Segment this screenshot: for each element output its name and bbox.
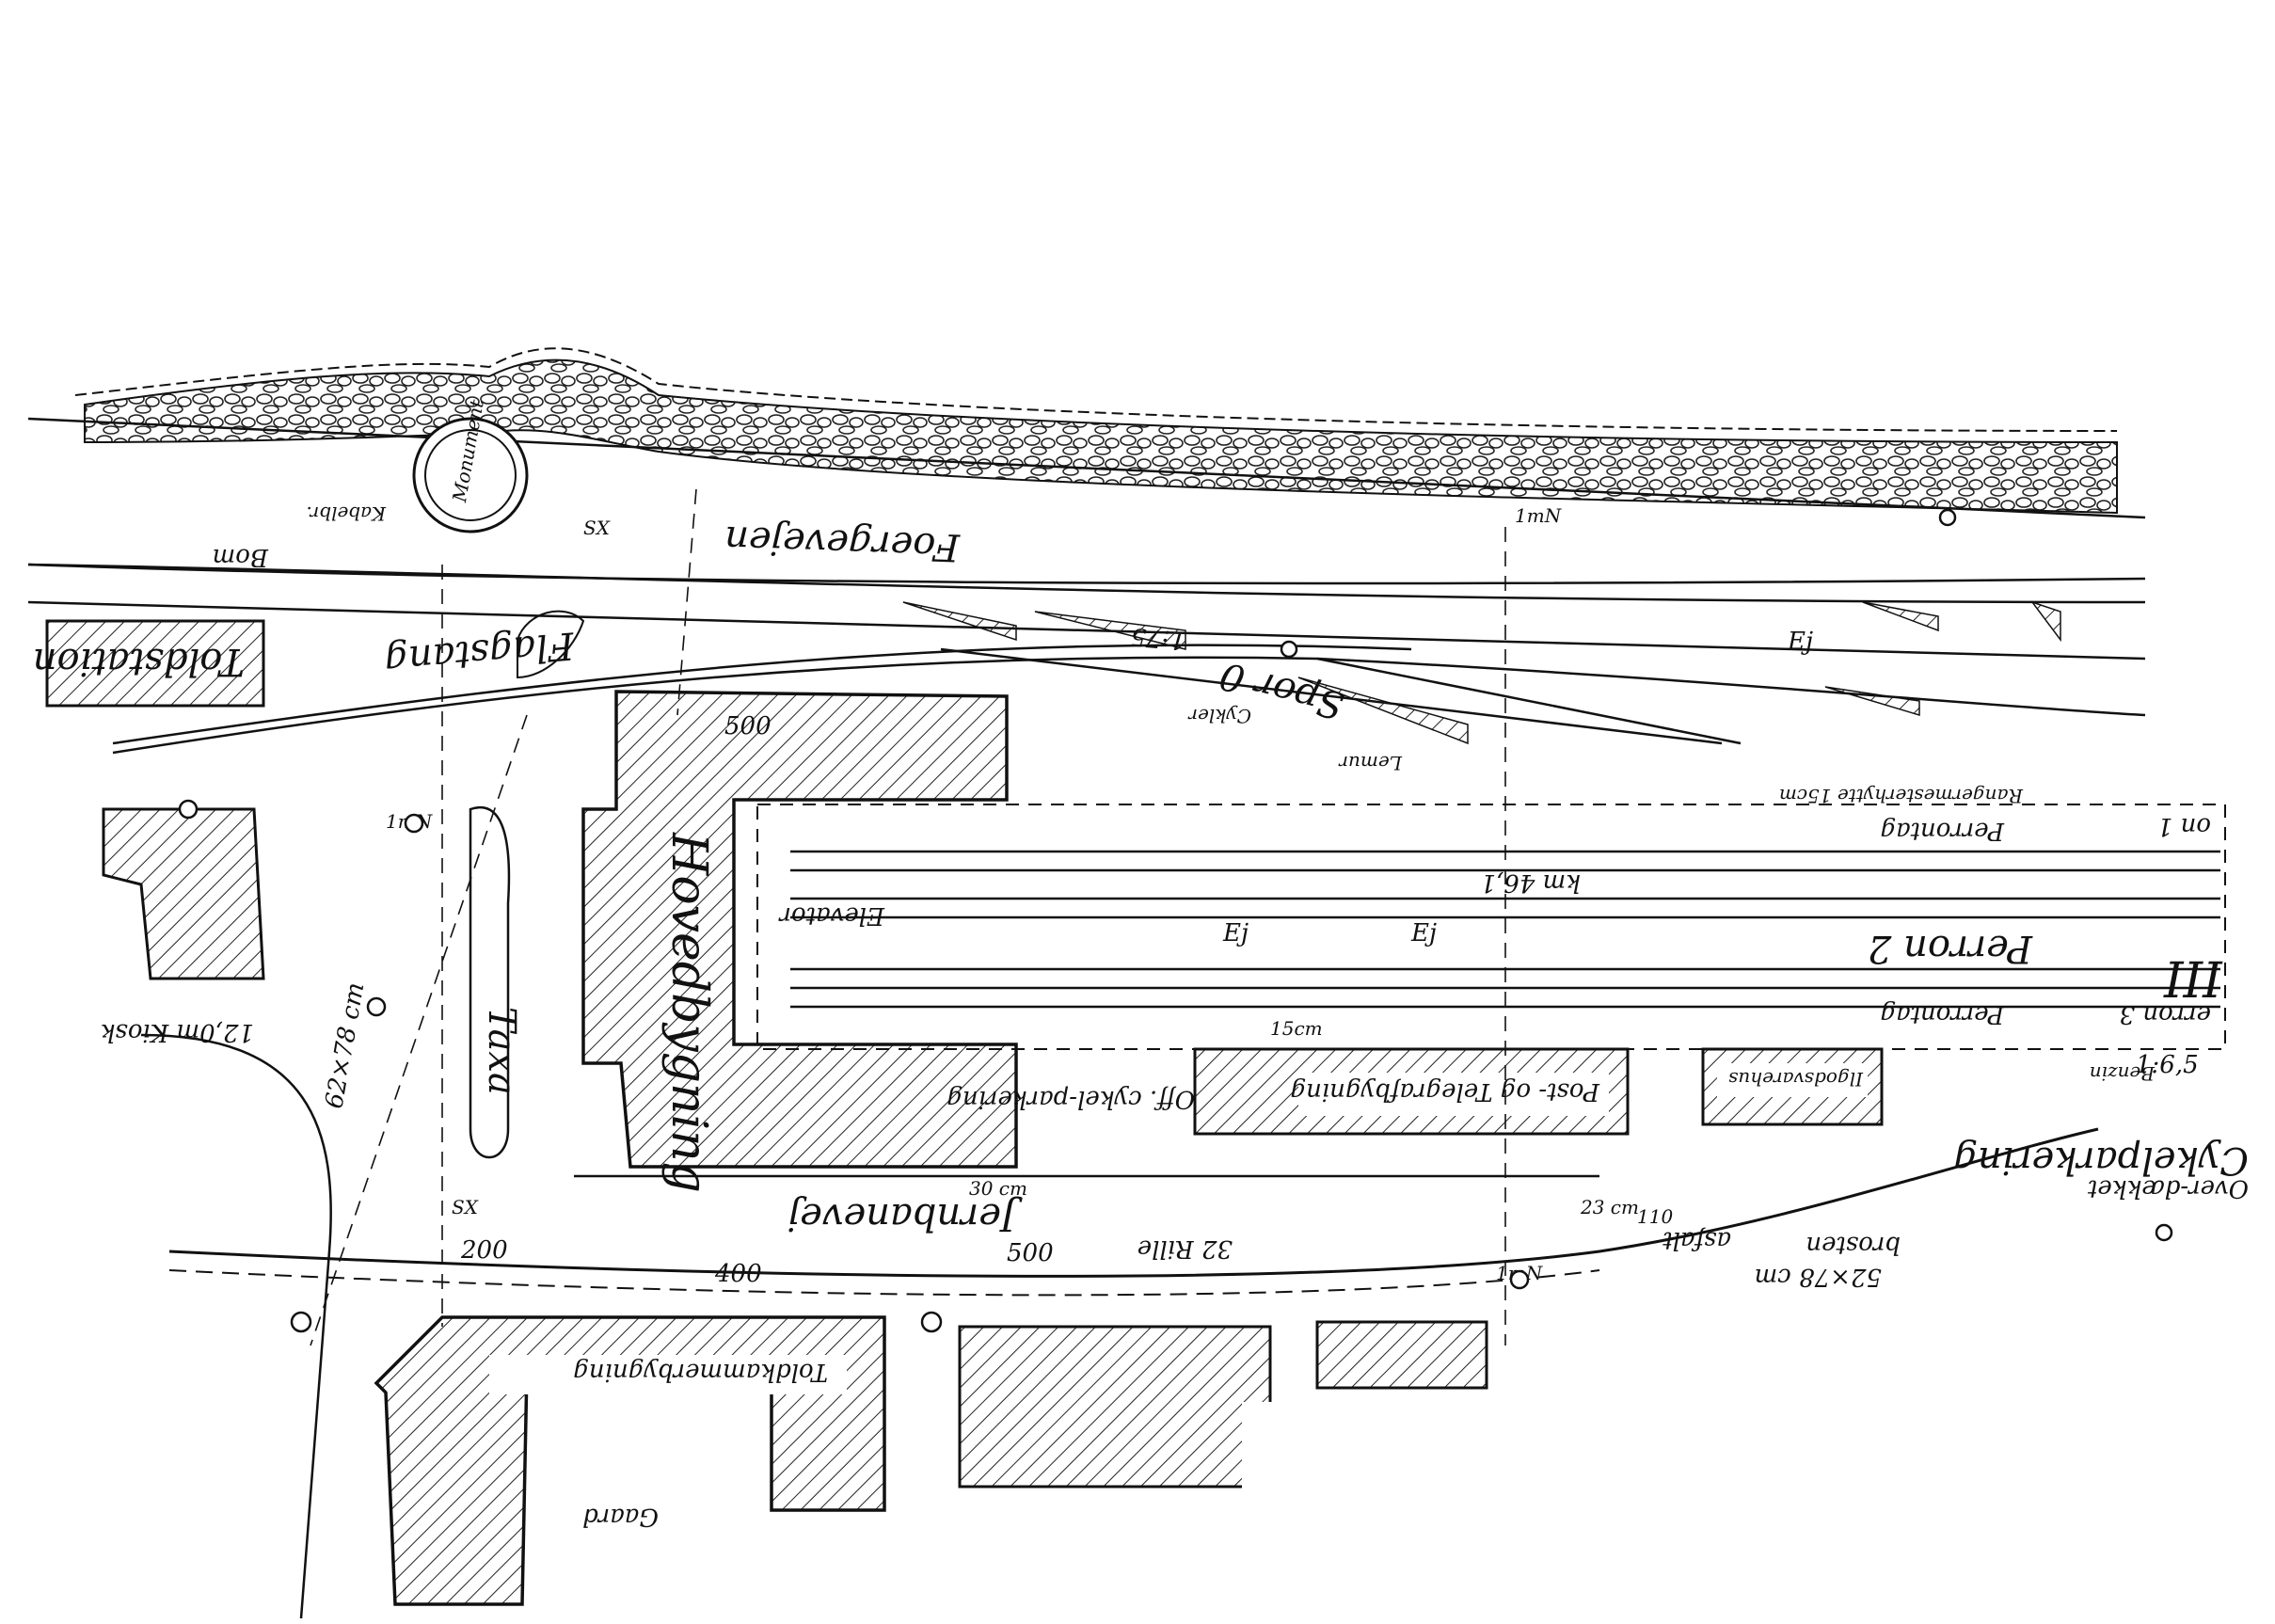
foergevejen-road-edge — [27, 563, 2146, 604]
sx-symbol: SX — [583, 517, 611, 539]
taxa-label: Taxa — [480, 1007, 523, 1095]
bom-label: Bom — [213, 543, 269, 571]
toldkammerbygning-label: Toldkammerbygning — [573, 1358, 828, 1386]
flagstang-label: Flagstang — [383, 623, 577, 683]
post-telegraf-label: Post- og Telegrafbygning — [1290, 1077, 1600, 1106]
measurement-label: 110 — [1637, 1205, 1673, 1228]
measurement-label: 23 cm — [1580, 1196, 1639, 1218]
perrontag-label: Perrontag — [1880, 817, 2005, 845]
jernbanevej-road-edge — [168, 1269, 1600, 1297]
measurement-label: 30 cm — [969, 1177, 1027, 1200]
track-switches — [902, 600, 2061, 745]
ej-symbol: Ej — [1787, 628, 1813, 656]
taxa-island — [469, 806, 511, 1159]
platform-area — [756, 804, 2226, 1050]
embankment-dashed-edge — [74, 347, 2118, 432]
flagstang-patch — [517, 610, 585, 679]
building-block — [1242, 1402, 1769, 1624]
gaard-label: Gaard — [582, 1503, 659, 1531]
toldstation-label: Toldstation — [33, 640, 245, 683]
perrontag-label: Perrontag — [1880, 1000, 2005, 1028]
toldkammer-label-box — [489, 1355, 847, 1394]
off-cykelparkering-label: Off. cykel-parkering — [947, 1085, 1195, 1113]
measurement-label: 200 — [460, 1236, 508, 1265]
km-label: km 46,1 — [1480, 868, 1581, 897]
measurement-label: 400 — [714, 1260, 762, 1288]
road-label-foergevejen: Foergevejen — [724, 517, 961, 569]
cykelparkering-label: Cykelparkering — [1953, 1138, 2249, 1182]
benzin-label: Benzin — [2090, 1062, 2156, 1085]
elevator-label: Elevator — [778, 901, 885, 930]
monument-inner — [424, 429, 517, 521]
hovedbygning-label: Hovedbygning — [660, 832, 717, 1193]
road-label-jernbanevej: Jernbanevej — [788, 1195, 1023, 1238]
measurement-label: 1:6,5 — [2136, 1051, 2199, 1079]
measurement-label: 62×78 cm — [320, 980, 370, 1111]
perron-1-label: on 1 — [2157, 812, 2211, 840]
ej-symbol: Ej — [1410, 919, 1437, 947]
measurement-label: 500 — [724, 712, 772, 740]
toldstation-annex — [102, 807, 265, 980]
perron-2-label: Perron 2 — [1868, 927, 2033, 970]
lemur-label: Lemur — [1338, 752, 1403, 774]
kiosk-label: 12,0m Kiosk — [101, 1018, 254, 1046]
ej-symbol: Ej — [1222, 919, 1249, 947]
lamp-posts — [178, 508, 2173, 1333]
construction-lines — [310, 488, 1506, 1346]
overdaekket-label: Over-dækket — [2087, 1174, 2249, 1202]
ilgodsvarehus-label-box — [1717, 1063, 1868, 1097]
hovedbygning-building — [581, 690, 1018, 1169]
measurement-label: 52×78 cm — [1755, 1263, 1882, 1291]
kabelbr-label: Kabelbr. — [307, 502, 387, 525]
measurement-label: 15cm — [1270, 1017, 1323, 1040]
cobblestone-embankment — [84, 358, 2118, 515]
perron-3-label: erron 3 — [2120, 1000, 2211, 1028]
rangermester-label: Rangermesterhytte 15cm — [1779, 785, 2024, 807]
foergevejen-road-edge — [27, 417, 2146, 519]
left-road-edge — [140, 1033, 332, 1619]
measurement-label: 500 — [1007, 1239, 1054, 1267]
monument-circle — [412, 417, 529, 533]
cykler-label: Cykler — [1187, 705, 1251, 727]
ilgodsvarehus-label: Ilgodsvarehus — [1728, 1068, 1864, 1091]
track-iii-label: III — [2163, 953, 2223, 1010]
jernbanevej-road-edge — [168, 1127, 2099, 1278]
post-telegraf-label-box — [1298, 1073, 1609, 1116]
building-block — [958, 1325, 1272, 1489]
rail-tracks-upper — [27, 563, 2146, 755]
sx-symbol: SX — [452, 1196, 479, 1218]
tmn-symbol: 1mN — [1515, 504, 1563, 527]
asfalt-label: asfalt — [1662, 1226, 1731, 1254]
measurement-1-75: 1:75 — [1130, 622, 1187, 655]
toldstation-building — [45, 619, 265, 708]
brosten-label: brosten — [1806, 1231, 1901, 1259]
building-block — [1315, 1320, 1488, 1390]
measurement-label: 32 Rille — [1138, 1234, 1233, 1263]
